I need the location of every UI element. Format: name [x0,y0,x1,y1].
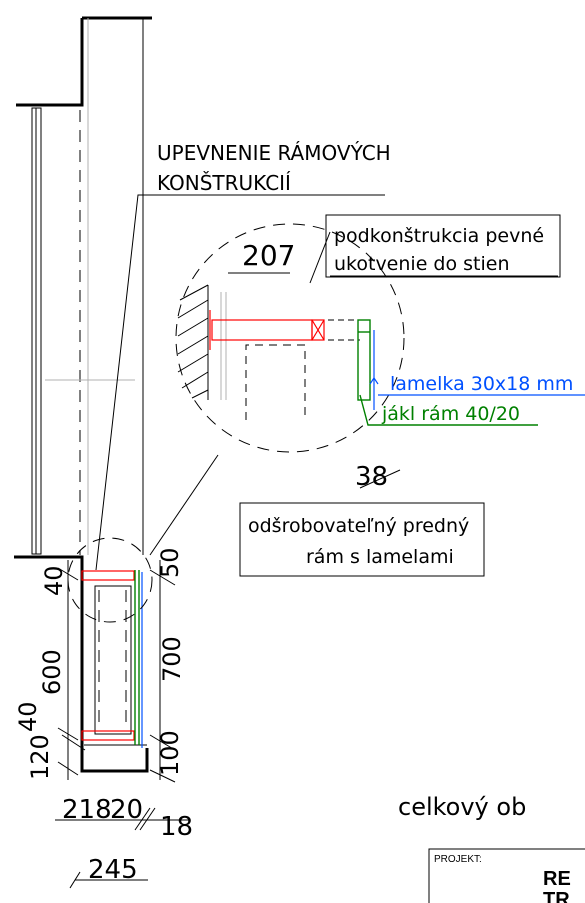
dim-right-700: 700 [158,636,186,682]
title-block-re: RE [543,868,571,890]
wall-structure [14,16,152,571]
frame-fixing-label-2: KONŠTRUKCIÍ [157,171,291,195]
front-frame-number: 38 [355,462,388,492]
front-frame-label-2: rám s lamelami [306,546,454,568]
dim-left-40-top: 40 [40,565,68,596]
subframe-label-1: podkonštrukcia pevné [334,225,544,247]
title-block: PROJEKT: RE TR [428,848,585,903]
dim-left-600: 600 [38,649,66,695]
dim-bottom-218: 218 [62,795,112,825]
title-block-tr: TR [543,889,570,903]
dim-left-120: 120 [26,734,54,780]
dim-bottom-20: 20 [110,795,143,825]
dimension-lines [55,560,190,889]
detail-number: 207 [242,239,295,272]
jakl-label: jákl rám 40/20 [381,403,520,425]
subframe-label-2: ukotvenie do stien [334,253,510,275]
frame-fixing-label-1: UPEVNENIE RÁMOVÝCH [157,141,391,165]
hatched-wall [177,284,209,400]
dim-right-100: 100 [156,730,184,776]
slat-label: lamelka 30x18 mm [390,373,573,395]
radiator-box [67,537,153,773]
leader-lines [95,194,585,571]
dim-left-40-bottom: 40 [14,701,42,732]
dim-right-50: 50 [156,547,184,578]
front-frame-box [239,502,485,577]
dim-bottom-245: 245 [88,855,138,885]
overall-label: celkový ob [398,793,526,821]
detail-circle-207 [175,223,405,453]
subframe-box [325,214,561,278]
dim-bottom-18: 18 [160,812,193,842]
front-frame-label-1: odšrobovateľný predný [248,515,469,537]
title-block-project-label: PROJEKT: [434,854,482,865]
